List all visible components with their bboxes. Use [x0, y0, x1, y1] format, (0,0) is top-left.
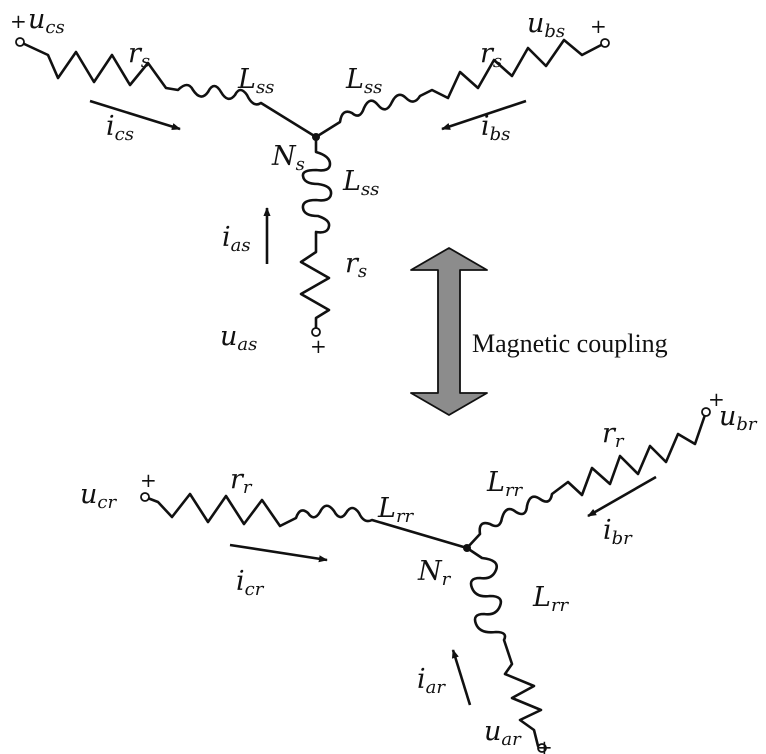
rotor-resistance-label-b: rr: [602, 418, 625, 452]
stator-current-label-a: ias: [222, 222, 251, 256]
magnetic-coupling-label: Magnetic coupling: [472, 329, 668, 358]
stator-inductance-label-c: Lss: [237, 64, 274, 98]
rotor-current-arrow-b: [587, 475, 657, 518]
stator-phase-c-wire: [18, 40, 318, 139]
rotor-current-label-c: icr: [236, 566, 265, 600]
stator-circuit: + ucs ubs + uas + rs rs rs Lss Lss Lss i…: [10, 4, 610, 358]
rotor-current-label-b: ibr: [603, 515, 633, 549]
stator-resistance-label-b: rs: [480, 38, 502, 72]
rotor-phase-b-wire: [465, 410, 708, 550]
stator-inductance-label-b: Lss: [345, 64, 382, 98]
rotor-neutral-label: Nr: [417, 556, 452, 590]
stator-terminal-b: [600, 38, 610, 48]
rotor-voltage-label-c: ucr: [80, 479, 117, 513]
stator-b-plus: +: [590, 14, 607, 38]
stator-voltage-label-b: ubs: [527, 8, 565, 42]
rotor-inductance-label-a: Lrr: [532, 582, 570, 616]
rotor-phase-c-wire: [143, 492, 469, 550]
rotor-current-label-a: iar: [417, 664, 446, 698]
rotor-inductance-label-b: Lrr: [486, 467, 524, 501]
stator-terminal-c: [15, 37, 25, 47]
rotor-resistance-label-c: rr: [230, 464, 253, 498]
stator-voltage-label-a: uas: [220, 321, 257, 355]
magnetic-coupling-arrow-icon: [410, 247, 488, 416]
stator-current-label-c: ics: [106, 111, 134, 145]
rotor-circuit: ucr + + ubr uar + rr rr Lrr Lrr Lrr icr …: [80, 387, 758, 754]
rotor-b-plus: +: [708, 387, 725, 411]
stator-neutral-label: Ns: [271, 141, 305, 175]
stator-current-arrow-b: [441, 99, 527, 131]
rotor-current-arrow-c: [229, 543, 328, 563]
stator-resistance-label-a: rs: [345, 248, 367, 282]
stator-voltage-label-c: ucs: [28, 4, 65, 38]
stator-current-arrow-c: [89, 99, 181, 131]
rotor-voltage-label-a: uar: [484, 716, 522, 750]
rotor-voltage-label-b: ubr: [719, 401, 758, 435]
rotor-inductance-label-c: Lrr: [377, 493, 415, 527]
rotor-a-plus: +: [536, 735, 553, 754]
stator-terminal-a: [311, 327, 321, 337]
rotor-current-arrow-a: [451, 649, 472, 706]
rotor-terminal-b: [701, 407, 711, 417]
rotor-neutral-node: [463, 544, 471, 552]
stator-resistance-label-c: rs: [128, 38, 150, 72]
stator-phase-b-wire: [314, 38, 607, 139]
stator-neutral-node: [312, 133, 320, 141]
rotor-c-plus: +: [140, 468, 157, 492]
stator-inductance-label-a: Lss: [342, 166, 379, 200]
rotor-terminal-a: [537, 743, 547, 753]
magnetic-coupling: Magnetic coupling: [410, 247, 668, 416]
stator-phase-a-wire: [299, 135, 333, 334]
rotor-terminal-c: [140, 492, 150, 502]
stator-a-plus: +: [310, 334, 327, 358]
stator-current-label-b: ibs: [481, 111, 510, 145]
rotor-phase-a-wire: [465, 546, 543, 748]
stator-c-plus: +: [10, 9, 27, 33]
